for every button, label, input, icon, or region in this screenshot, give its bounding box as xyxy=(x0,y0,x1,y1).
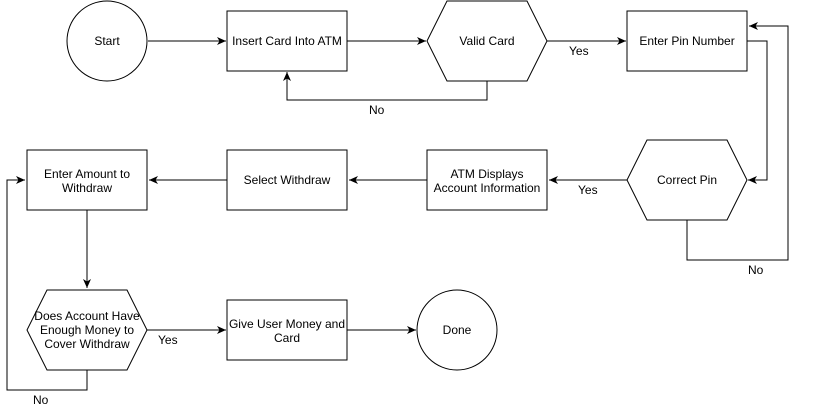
node-atm-displays-label-line-1: ATM Displays xyxy=(450,167,523,181)
node-enter-amount: Enter Amount to Withdraw xyxy=(26,149,148,211)
node-done: Done xyxy=(416,289,498,371)
node-select-withdraw-label: Select Withdraw xyxy=(244,173,331,187)
label-enough-money-no: No xyxy=(33,393,49,407)
node-valid-card: Valid Card xyxy=(426,0,548,82)
node-enter-amount-label-line-1: Enter Amount to xyxy=(44,167,130,181)
node-start: Start xyxy=(66,0,148,82)
node-done-label: Done xyxy=(443,323,472,337)
node-atm-displays-label-line-2: Account Information xyxy=(434,181,541,195)
label-correct-pin-yes: Yes xyxy=(578,183,598,197)
edge-enough-money-no xyxy=(6,176,88,391)
edge-valid-card-no xyxy=(283,72,488,101)
node-enough-money-label-line-1: Does Account Have xyxy=(34,309,140,323)
edge-correct-pin-no xyxy=(686,22,789,261)
label-valid-card-no: No xyxy=(369,103,385,117)
node-enter-pin-label: Enter Pin Number xyxy=(639,34,734,48)
node-correct-pin-label: Correct Pin xyxy=(657,173,717,187)
node-enter-amount-label-line-2: Withdraw xyxy=(62,181,112,195)
node-give-money-label-line-1: Give User Money and xyxy=(229,317,345,331)
node-enough-money-label-line-3: Cover Withdraw xyxy=(44,337,130,351)
label-correct-pin-no: No xyxy=(748,263,764,277)
node-give-money: Give User Money and Card xyxy=(226,299,348,361)
node-enough-money-label-line-2: Enough Money to xyxy=(40,323,134,337)
node-give-money-label-line-2: Card xyxy=(274,331,300,345)
edge-enter-pin-to-correct-pin xyxy=(747,40,768,184)
node-enter-pin: Enter Pin Number xyxy=(626,10,748,72)
node-insert-card: Insert Card Into ATM xyxy=(226,10,348,72)
node-start-label: Start xyxy=(94,34,120,48)
label-enough-money-yes: Yes xyxy=(158,333,178,347)
node-insert-card-label: Insert Card Into ATM xyxy=(232,34,342,48)
node-atm-displays: ATM Displays Account Information xyxy=(426,149,548,211)
node-select-withdraw: Select Withdraw xyxy=(226,149,348,211)
node-valid-card-label: Valid Card xyxy=(459,34,514,48)
node-enough-money: Does Account Have Enough Money to Cover … xyxy=(26,289,148,371)
label-valid-card-yes: Yes xyxy=(569,44,589,58)
node-correct-pin: Correct Pin xyxy=(626,139,748,221)
